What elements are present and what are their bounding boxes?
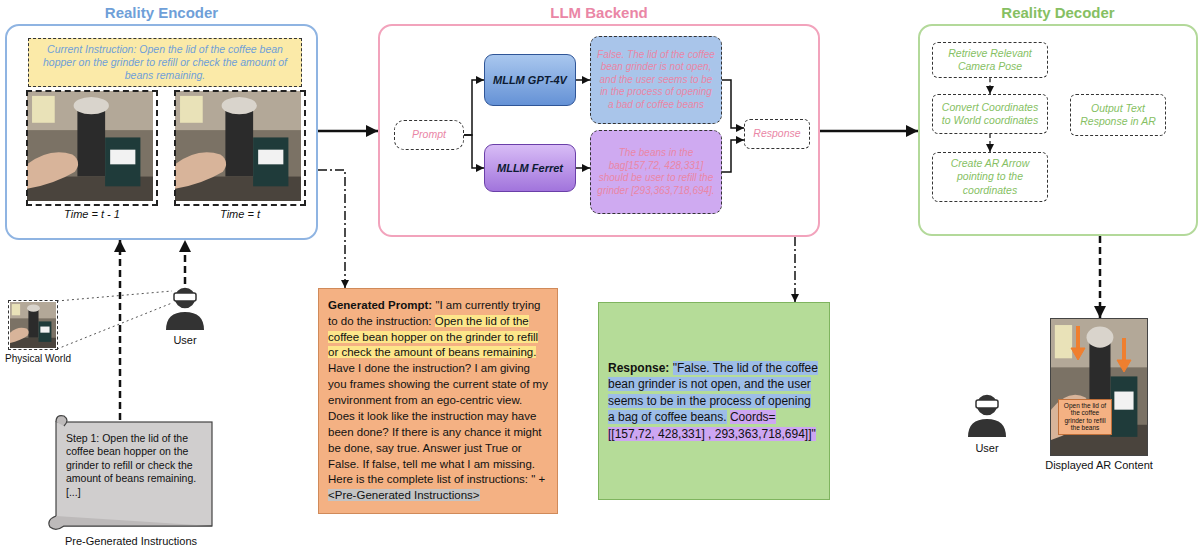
prompt-box: Prompt (394, 120, 464, 150)
user-icon: User (960, 390, 1014, 438)
panel-title: LLM Backend (360, 4, 838, 21)
ar-arrow-head (1117, 360, 1131, 372)
node-text: Open the lid of the coffee grinder to re… (1061, 402, 1109, 432)
decoder-panel: Reality DecoderRetrieve Relevant Camera … (918, 24, 1198, 236)
connector (576, 167, 590, 169)
camera-frame: Time = t (174, 90, 306, 206)
node-text: Response (753, 127, 800, 140)
output-box: False. The lid of the coffee bean grinde… (590, 36, 722, 124)
zoom-lines (57, 291, 172, 349)
user-icon: User (158, 284, 212, 330)
node-text: Step 1: Open the lid of the coffee bean … (66, 432, 204, 499)
physical-world-photo (10, 302, 56, 348)
response-box: Response (744, 119, 810, 149)
photo-box: Physical World (8, 300, 58, 350)
step-box: Create AR Arrow pointing to the coordina… (932, 152, 1048, 202)
connector (318, 130, 378, 133)
zoom-line (57, 303, 172, 349)
ar-label: Open the lid of the coffee grinder to re… (1058, 399, 1112, 435)
camera-frame: Time = t - 1 (26, 90, 158, 206)
connector (184, 240, 187, 284)
node-text: Prompt (412, 128, 446, 141)
ar-view-photo (1051, 319, 1147, 455)
ar-arrow-shaft (1076, 326, 1080, 350)
camera-frame-photo (27, 91, 153, 201)
paragraph: Generated Prompt: "I am currently trying… (328, 298, 548, 504)
caption: Displayed AR Content (1021, 459, 1177, 471)
node-text: The beans in the bag[157,72, 428,331] sh… (597, 147, 715, 197)
output-box: The beans in the bag[157,72, 428,331] sh… (590, 130, 722, 214)
user-figure (166, 287, 204, 330)
connector (576, 79, 590, 81)
scroll-shape (49, 416, 212, 530)
connector (318, 170, 345, 288)
caption: Time = t (146, 208, 334, 220)
caption: Pre-Generated Instructions (18, 534, 244, 548)
step-box: Retrieve Relevant Camera Pose (932, 42, 1048, 78)
caption: Time = t - 1 (0, 208, 186, 220)
output-step-box: Output Text Response in AR (1070, 94, 1166, 136)
scroll-curl (49, 516, 212, 529)
panel-title: Reality Decoder (900, 4, 1203, 21)
node-text: False. The lid of the coffee bean grinde… (597, 49, 715, 112)
prompt-text-box: Generated Prompt: "I am currently trying… (318, 288, 558, 514)
step-box: Convert Coordinates to World coordinates (932, 94, 1048, 134)
connector (119, 240, 122, 420)
node-text: Output Text Response in AR (1077, 102, 1159, 128)
connector (464, 80, 484, 135)
response-text-box: Response: "False. The lid of the coffee … (598, 302, 830, 500)
ar-arrow-head (1071, 348, 1085, 360)
instructions-scroll: Step 1: Open the lid of the coffee bean … (48, 420, 214, 530)
connector (989, 134, 990, 152)
encoder-panel: Reality EncoderCurrent Instruction: Open… (5, 24, 318, 240)
scroll-sheet (56, 422, 212, 526)
ar-photo-box: Displayed AR ContentOpen the lid of the … (1050, 318, 1148, 456)
node-text: Current Instruction: Open the lid of the… (37, 43, 293, 82)
node-text: Retrieve Relevant Camera Pose (939, 47, 1041, 73)
camera-frame-photo (175, 91, 301, 201)
node-text: Create AR Arrow pointing to the coordina… (939, 157, 1041, 196)
paragraph: Response: "False. The lid of the coffee … (608, 360, 820, 443)
model-box: MLLM GPT-4V (484, 54, 576, 106)
backend-panel: LLM BackendPromptMLLM GPT-4VMLLM FerretF… (378, 24, 820, 237)
node-text: MLLM GPT-4V (493, 74, 567, 86)
caption: Physical World (5, 353, 71, 364)
prompt-text: Have I done the instruction? I am giving… (328, 362, 548, 485)
zoom-line (57, 291, 172, 301)
instruction-box: Current Instruction: Open the lid of the… (28, 38, 302, 87)
connector (464, 135, 484, 168)
prompt-text: <Pre-Generated Instructions> (328, 489, 480, 501)
connector (820, 130, 918, 133)
scroll-curl (56, 416, 67, 426)
connector (794, 237, 796, 302)
user-figure (968, 394, 1006, 437)
prompt-text: Generated Prompt: (328, 299, 432, 311)
model-box: MLLM Ferret (484, 144, 576, 192)
connector (1099, 236, 1102, 318)
node-text: MLLM Ferret (497, 162, 563, 174)
ar-arrows (1071, 326, 1131, 372)
caption: User (930, 442, 1044, 454)
ar-arrow-shaft (1122, 338, 1126, 362)
node-text: Convert Coordinates to World coordinates (939, 101, 1041, 127)
connector (989, 78, 990, 94)
connector (722, 80, 744, 128)
caption: User (128, 334, 242, 346)
connector (722, 140, 744, 172)
prompt-text: Response: (608, 361, 669, 375)
panel-title: Reality Encoder (0, 4, 336, 21)
